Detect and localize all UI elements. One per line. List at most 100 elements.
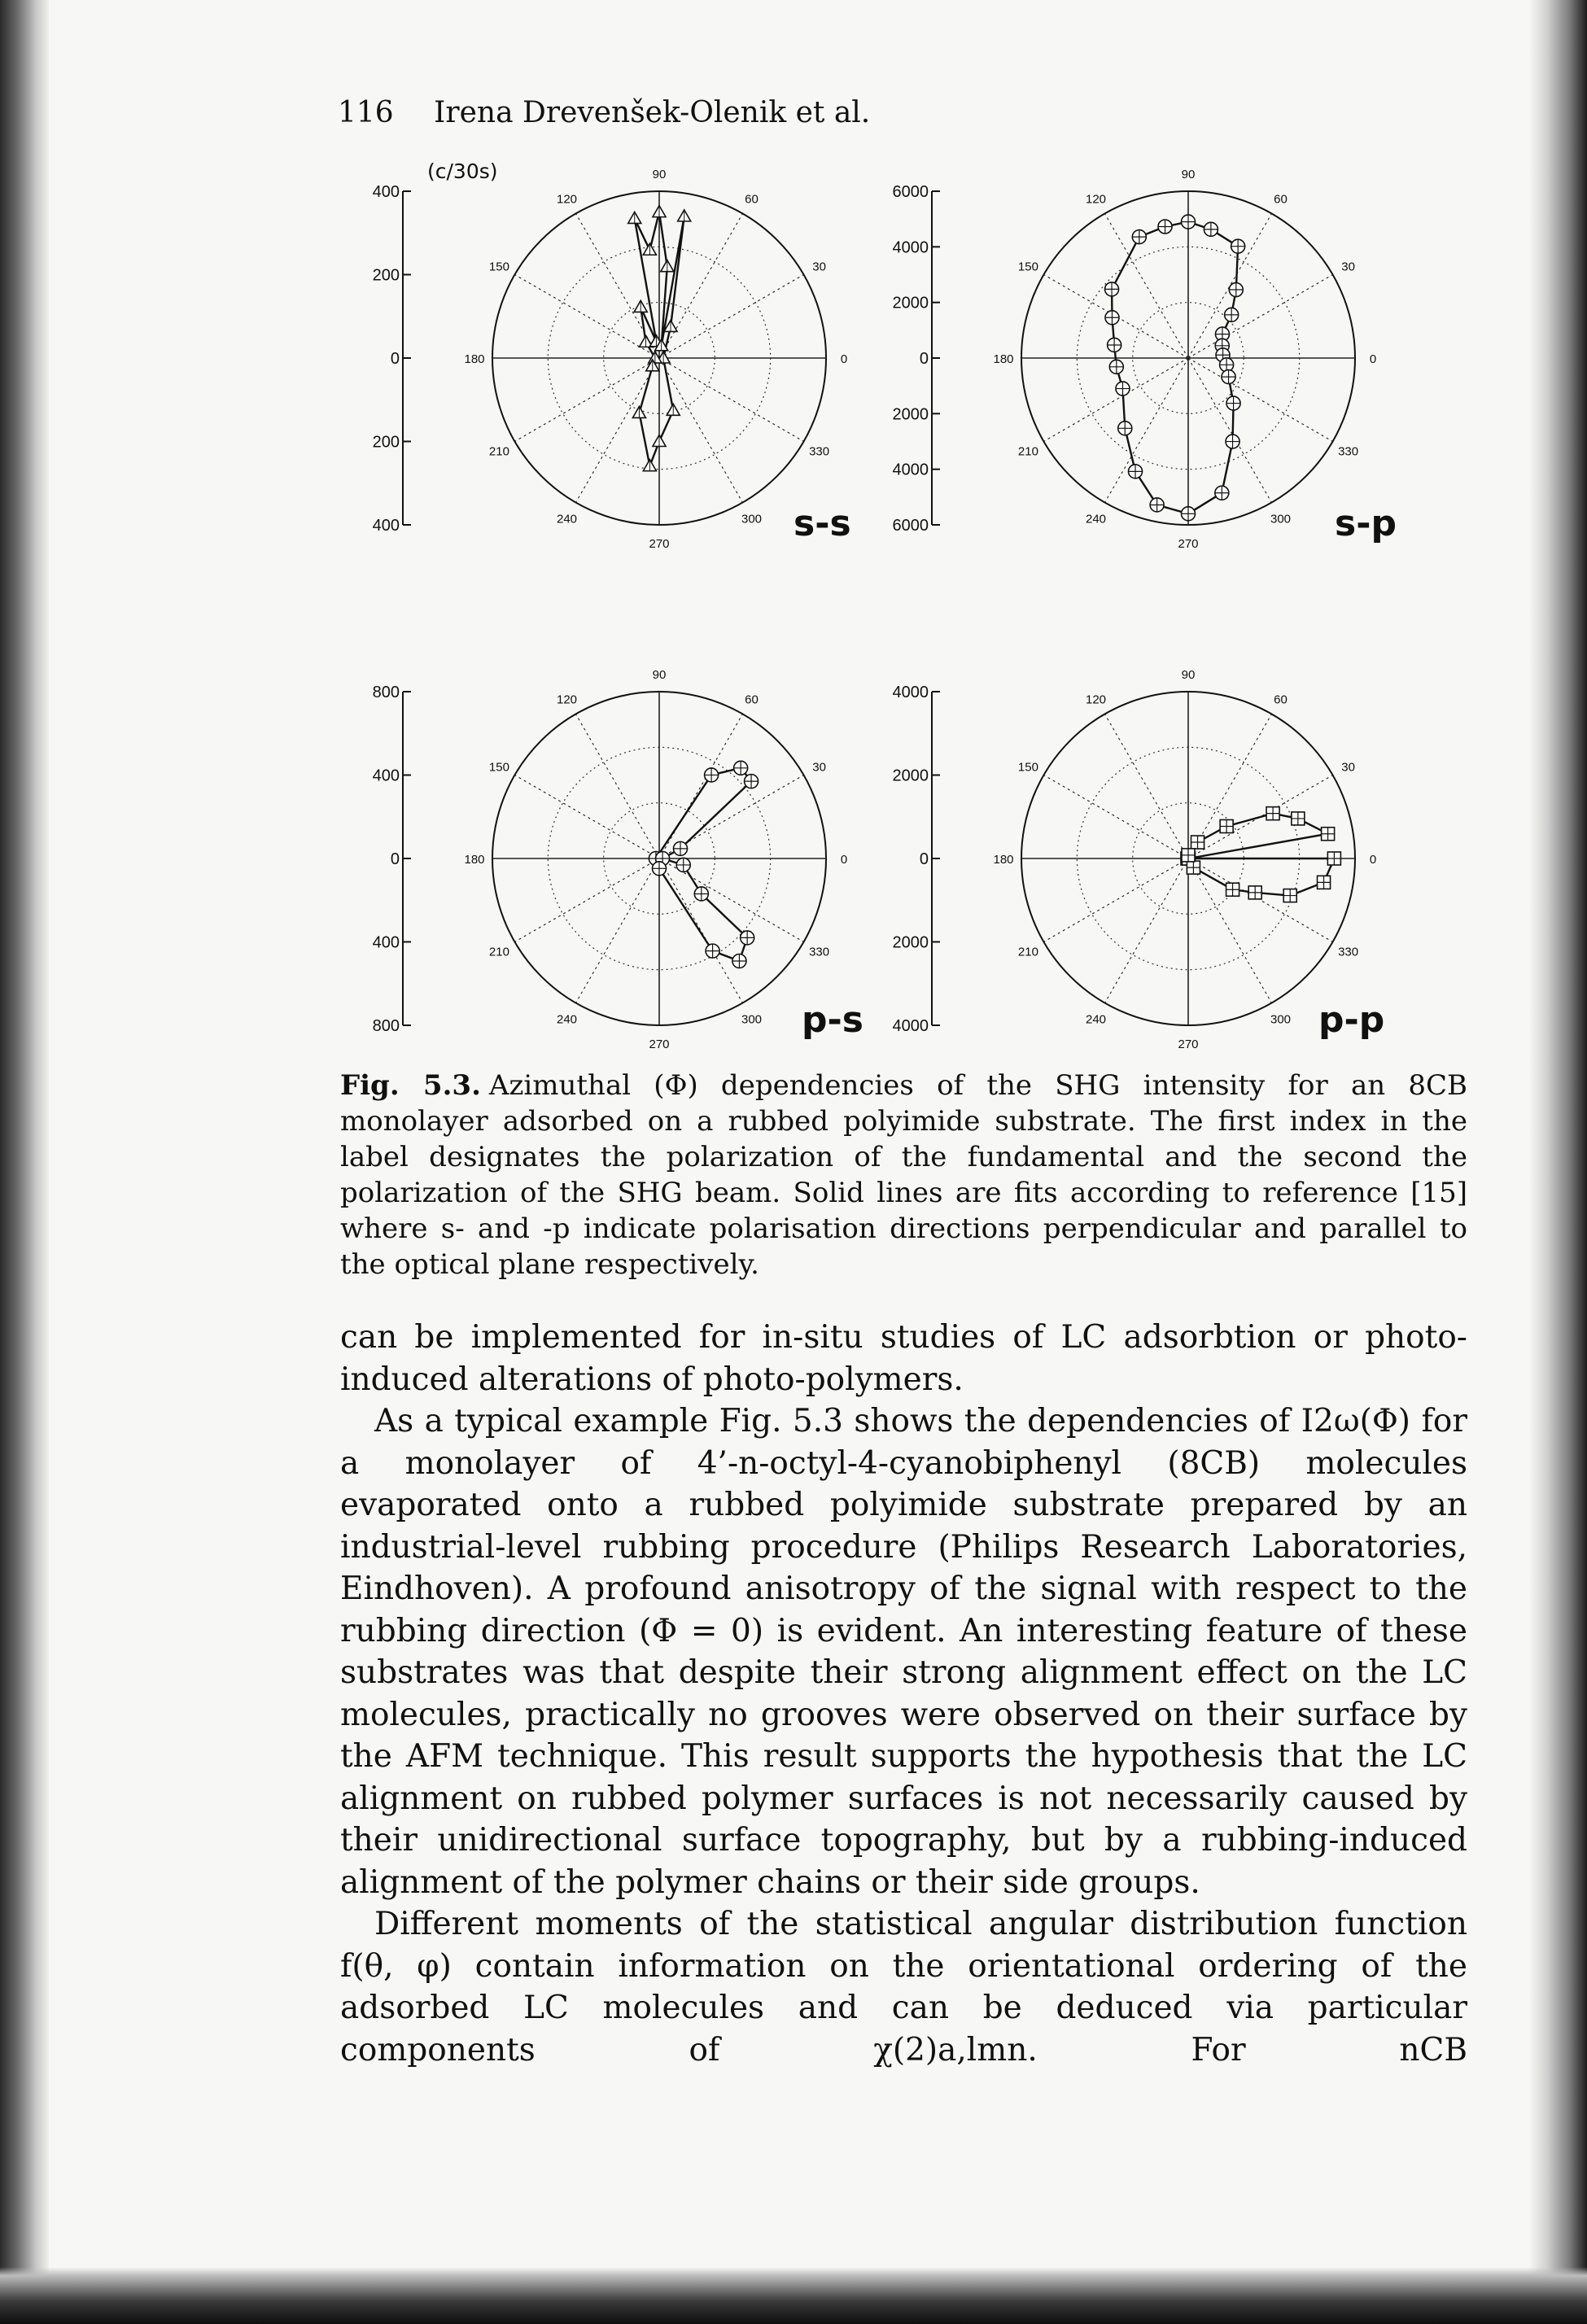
radial-tick-label: 2000 <box>893 405 929 423</box>
angle-tick-label: 270 <box>649 537 669 551</box>
angle-tick-label: 0 <box>1370 352 1376 366</box>
angle-tick-label: 90 <box>653 168 667 181</box>
panel-label-pp: p-p <box>1318 999 1385 1041</box>
angle-tick-label: 300 <box>741 1013 762 1027</box>
data-point <box>1228 282 1244 298</box>
panel-label-ss: s-s <box>794 503 851 544</box>
data-point <box>1157 219 1173 234</box>
angle-tick-label: 120 <box>1086 192 1106 206</box>
polar-spoke <box>1104 213 1189 359</box>
data-point <box>662 318 679 333</box>
angle-tick-label: 150 <box>489 761 509 775</box>
data-point <box>1149 497 1165 513</box>
radial-tick-label: 200 <box>373 434 400 452</box>
angle-tick-label: 300 <box>1270 1013 1291 1027</box>
radial-tick-label: 400 <box>373 517 400 535</box>
angle-tick-label: 60 <box>745 692 759 706</box>
polar-spoke <box>658 858 743 1003</box>
data-point <box>1316 875 1331 890</box>
radial-tick-label: 4000 <box>893 238 929 256</box>
polar-spoke <box>514 858 660 942</box>
data-point <box>1291 811 1305 826</box>
data-point <box>703 767 719 783</box>
polar-plot-pp-svg: 0306090120150180210240270300330400020000… <box>893 668 1377 1051</box>
polar-spoke <box>575 714 660 859</box>
polar-spoke <box>1187 858 1333 942</box>
polar-spoke <box>658 858 804 942</box>
fit-curve <box>1186 812 1336 897</box>
polar-spoke <box>658 714 743 859</box>
angle-tick-label: 150 <box>489 260 509 274</box>
scan-shadow-left <box>0 0 49 2324</box>
radial-tick-label: 800 <box>373 684 400 701</box>
angle-tick-label: 60 <box>745 192 759 206</box>
data-point <box>1131 229 1148 245</box>
angle-tick-label: 330 <box>1338 445 1358 459</box>
angle-tick-label: 270 <box>1178 1038 1198 1051</box>
caption-text: Azimuthal (Φ) dependencies of the SHG in… <box>340 1069 1467 1281</box>
data-point <box>651 861 667 876</box>
angle-tick-label: 60 <box>1274 692 1288 706</box>
polar-spoke <box>1043 357 1189 442</box>
angle-tick-label: 180 <box>993 853 1013 867</box>
radial-tick-label: 400 <box>373 767 400 785</box>
angle-tick-label: 90 <box>1182 168 1196 181</box>
data-point <box>1117 421 1133 436</box>
data-point <box>1248 885 1262 900</box>
angle-tick-label: 150 <box>1018 761 1038 775</box>
running-head-authors: Irena Drevenšek-Olenik et al. <box>434 96 871 129</box>
angle-tick-label: 210 <box>489 946 509 959</box>
data-point <box>1115 381 1130 396</box>
polar-spoke <box>1043 858 1189 942</box>
polar-spoke <box>575 213 660 359</box>
polar-spoke <box>575 357 660 503</box>
angle-tick-label: 270 <box>649 1038 669 1051</box>
radial-tick-label: 400 <box>373 934 400 952</box>
angle-tick-label: 120 <box>557 192 577 206</box>
angle-tick-label: 30 <box>1341 260 1355 274</box>
angle-tick-label: 90 <box>653 668 667 682</box>
angle-tick-label: 300 <box>741 513 762 526</box>
data-point <box>1214 485 1230 501</box>
page-number: 116 <box>338 96 394 129</box>
polar-spoke <box>1187 357 1333 442</box>
data-point <box>632 404 647 419</box>
data-point <box>659 259 675 273</box>
polar-spoke <box>1187 213 1272 359</box>
angle-tick-label: 300 <box>1270 513 1291 526</box>
angle-tick-label: 210 <box>1018 445 1038 459</box>
data-point <box>739 930 755 946</box>
polar-plot-ps-svg: 0306090120150180210240270300330800400040… <box>373 668 848 1051</box>
angle-tick-label: 120 <box>1086 692 1106 706</box>
data-point <box>1226 395 1241 411</box>
angle-tick-label: 330 <box>809 946 829 959</box>
data-point <box>651 204 667 218</box>
data-point <box>1127 464 1143 479</box>
polar-spoke <box>1104 858 1189 1003</box>
data-point <box>632 299 649 313</box>
data-point <box>1283 888 1298 903</box>
panel-label-sp: s-p <box>1335 503 1397 544</box>
angle-tick-label: 240 <box>1086 513 1106 526</box>
radial-tick-label: 6000 <box>893 517 929 535</box>
data-point <box>732 760 749 776</box>
radial-tick-label: 0 <box>391 850 400 868</box>
angle-tick-label: 150 <box>1018 260 1038 274</box>
body-text: can be implemented for in-situ studies o… <box>340 1317 1467 2071</box>
angle-tick-label: 210 <box>1018 946 1038 959</box>
angle-tick-label: 240 <box>557 1013 577 1027</box>
data-point <box>1180 214 1196 229</box>
angle-tick-label: 0 <box>1370 853 1376 867</box>
polar-spoke <box>514 775 660 859</box>
data-point <box>642 458 658 472</box>
data-point <box>1320 826 1336 841</box>
data-point <box>1180 506 1196 522</box>
data-point <box>1190 835 1205 850</box>
angle-tick-label: 0 <box>841 853 847 867</box>
polar-spoke <box>1187 858 1272 1003</box>
data-point <box>1104 309 1120 325</box>
running-head: 116 Irena Drevenšek-Olenik et al. <box>338 96 870 129</box>
radial-tick-label: 200 <box>373 267 400 285</box>
